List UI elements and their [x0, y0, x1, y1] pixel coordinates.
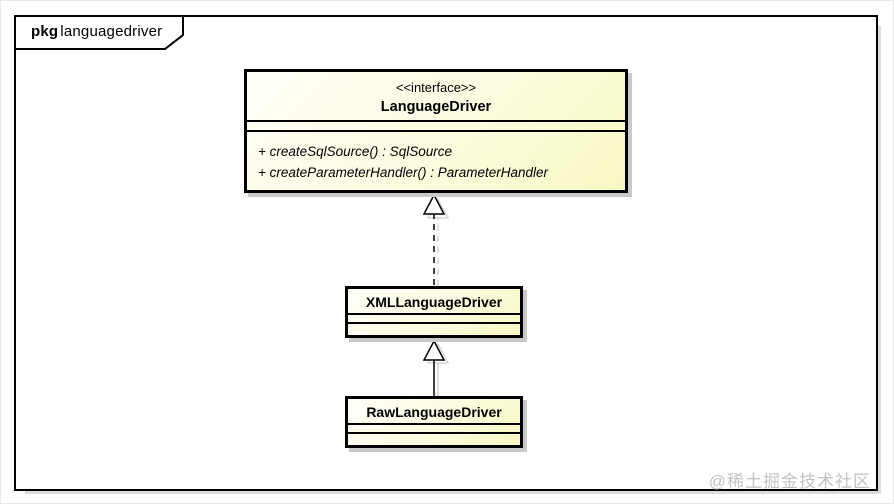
- interface-stereotype: <<interface>>: [395, 80, 477, 95]
- xml-fields-compartment: [348, 313, 520, 322]
- package-name: languagedriver: [60, 23, 163, 40]
- class-name-xmllanguagedriver: XMLLanguageDriver: [365, 294, 503, 310]
- interface-methods-compartment: + createSqlSource() : SqlSource + create…: [247, 130, 625, 183]
- package-tab: [14, 15, 184, 50]
- raw-fields-compartment: [348, 423, 520, 432]
- class-box-xmllanguagedriver: XMLLanguageDriver: [345, 286, 523, 338]
- interface-title-compartment: <<interface>> LanguageDriver: [247, 72, 625, 120]
- interface-name: LanguageDriver: [380, 99, 492, 115]
- class-name-rawlanguagedriver: RawLanguageDriver: [366, 404, 502, 420]
- class-box-rawlanguagedriver: RawLanguageDriver: [345, 396, 523, 448]
- package-keyword: pkg: [31, 23, 59, 40]
- watermark: @稀土掘金技术社区: [708, 472, 871, 491]
- raw-methods-compartment: [348, 432, 520, 445]
- method-create-sql-source: + createSqlSource() : SqlSource: [258, 144, 452, 159]
- method-create-parameter-handler: + createParameterHandler() : ParameterHa…: [258, 165, 548, 180]
- xml-methods-compartment: [348, 322, 520, 335]
- package-tab-shape: [14, 15, 184, 50]
- interface-class-box: <<interface>> LanguageDriver + createSql…: [244, 69, 628, 193]
- interface-fields-compartment: [247, 120, 625, 130]
